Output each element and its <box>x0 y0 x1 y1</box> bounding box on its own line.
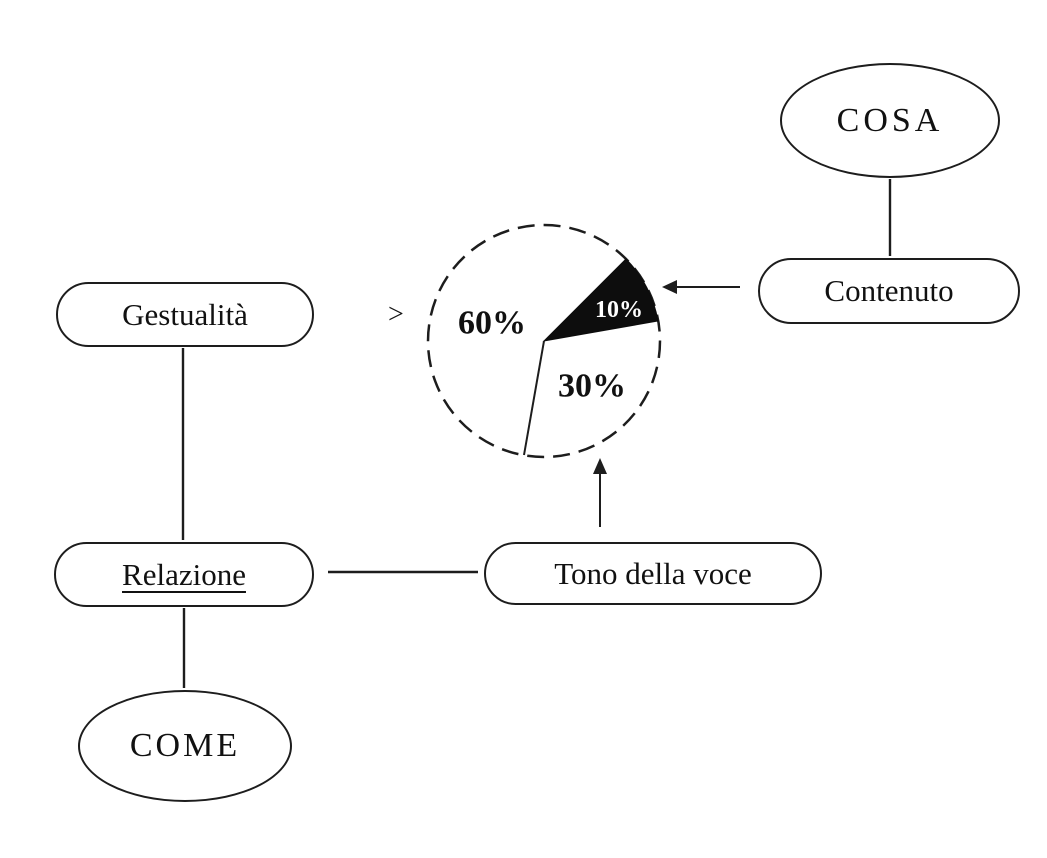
node-contenuto-label: Contenuto <box>824 273 954 308</box>
pie-slice-10 <box>542 258 659 342</box>
pie-pointer-mark: > <box>388 299 404 330</box>
node-gestualita-label: Gestualità <box>122 296 248 332</box>
node-contenuto: Contenuto <box>758 258 1020 324</box>
node-cosa-label: COSA <box>836 101 944 139</box>
node-relazione: Relazione <box>54 542 314 607</box>
node-tono-della-voce-label: Tono della voce <box>554 555 752 591</box>
pie-label-60: 60% <box>458 305 526 342</box>
node-tono-della-voce: Tono della voce <box>484 542 822 605</box>
pie-divider-60-30 <box>523 340 545 456</box>
node-come: COME <box>78 690 292 802</box>
node-relazione-label: Relazione <box>122 556 246 592</box>
node-gestualita: Gestualità <box>56 282 314 347</box>
pie-label-10: 10% <box>595 297 643 323</box>
arrow-contenuto-to-pie-head <box>662 280 677 294</box>
node-cosa: COSA <box>780 63 1000 178</box>
node-come-label: COME <box>129 727 241 764</box>
pie-label-30: 30% <box>558 368 626 405</box>
arrow-tono-to-pie-head <box>593 458 607 474</box>
